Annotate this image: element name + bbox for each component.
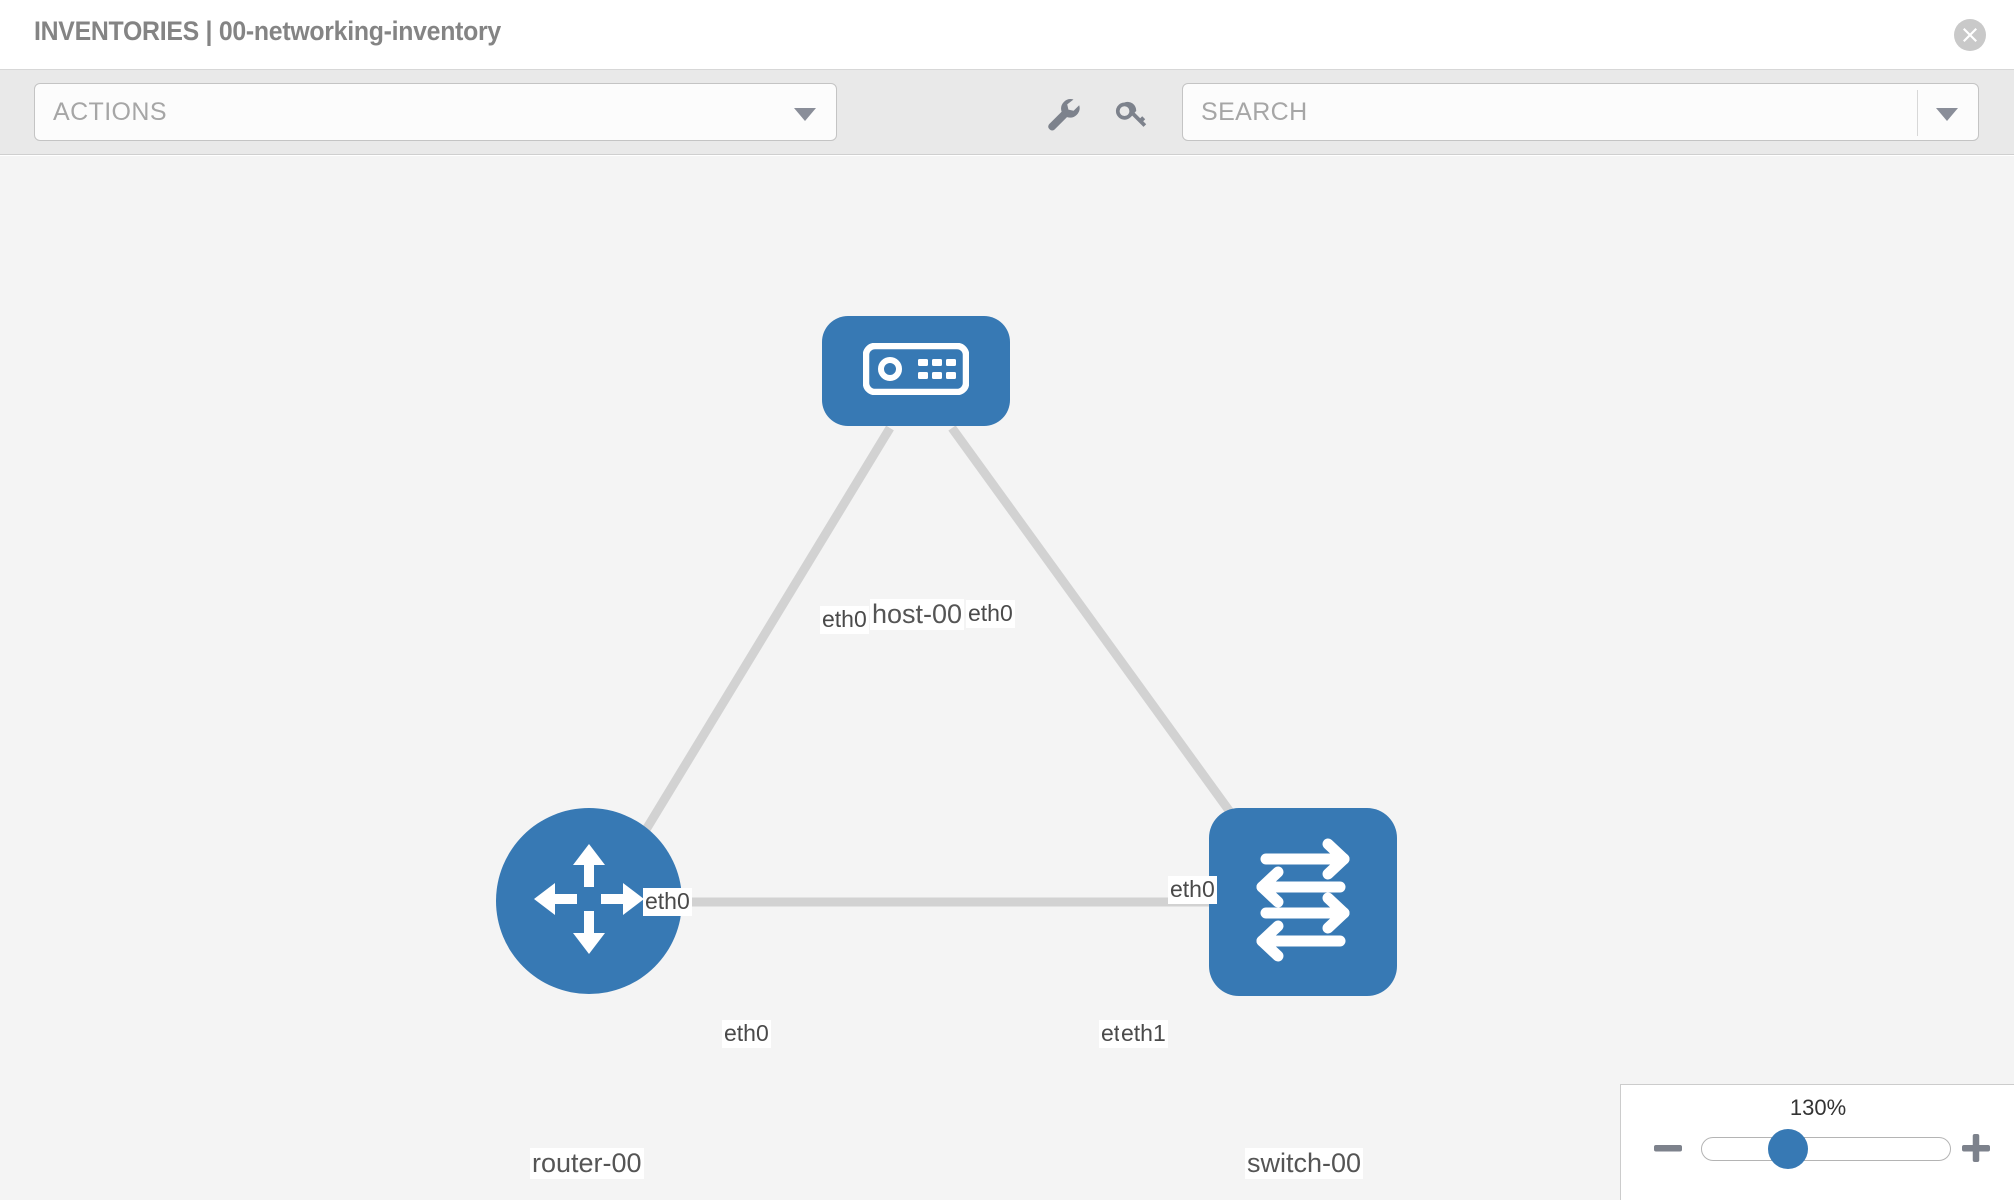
server-icon xyxy=(862,342,970,400)
link-router-host[interactable] xyxy=(626,425,894,859)
node-label-host-00: host-00 xyxy=(870,599,965,631)
search-divider xyxy=(1917,90,1918,136)
edge-label-switch-up: eth0 xyxy=(1168,876,1217,904)
edge-label-router-up: eth0 xyxy=(643,888,692,916)
node-label-router-00: router-00 xyxy=(530,1148,644,1180)
edge-label-switch-left-b: eth1 xyxy=(1119,1020,1168,1048)
node-label-switch-00: switch-00 xyxy=(1245,1148,1364,1180)
actions-dropdown[interactable]: ACTIONS xyxy=(34,83,837,141)
toolbar: ACTIONS SEARCH xyxy=(0,70,2014,155)
search-placeholder: SEARCH xyxy=(1201,98,1308,126)
router-arrows-icon xyxy=(528,838,650,965)
zoom-control-panel: 130% xyxy=(1620,1084,2014,1200)
minus-icon[interactable] xyxy=(1651,1131,1685,1165)
wrench-icon[interactable] xyxy=(1040,92,1084,136)
switch-node-shape[interactable] xyxy=(1209,808,1397,996)
router-node-shape[interactable] xyxy=(496,808,682,994)
topology-links xyxy=(626,425,1266,907)
page-title: INVENTORIES | 00-networking-inventory xyxy=(34,16,501,46)
zoom-slider-track[interactable] xyxy=(1701,1137,1951,1161)
actions-dropdown-label: ACTIONS xyxy=(53,98,167,126)
key-icon[interactable] xyxy=(1108,92,1152,136)
plus-icon[interactable] xyxy=(1959,1131,1993,1165)
link-host-switch[interactable] xyxy=(948,425,1266,859)
chevron-down-icon[interactable] xyxy=(1936,108,1958,121)
switch-arrows-icon xyxy=(1240,837,1366,968)
host-node-shape[interactable] xyxy=(822,316,1010,426)
search-input[interactable]: SEARCH xyxy=(1182,83,1979,141)
zoom-level-value: 130% xyxy=(1789,1095,1847,1120)
zoom-slider-thumb[interactable] xyxy=(1768,1129,1808,1169)
edge-label-router-right: eth0 xyxy=(722,1020,771,1048)
edge-label-host-left: eth0 xyxy=(820,606,869,634)
page-header: INVENTORIES | 00-networking-inventory xyxy=(0,0,2014,70)
chevron-down-icon xyxy=(794,108,816,121)
close-icon[interactable] xyxy=(1954,19,1986,51)
topology-canvas[interactable]: host-00 xyxy=(0,156,2014,1200)
edge-label-host-right: eth0 xyxy=(966,600,1015,628)
